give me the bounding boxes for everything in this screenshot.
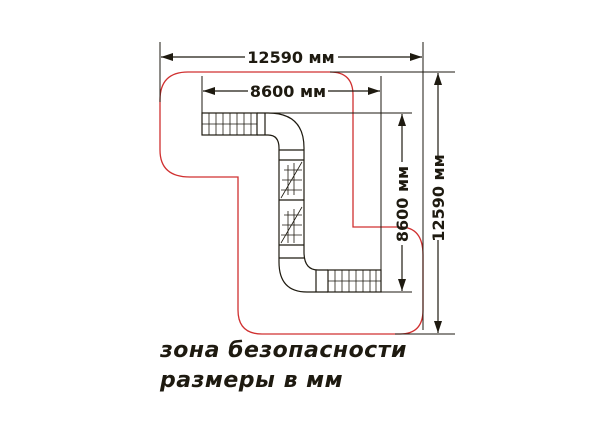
extension-lines: [159, 42, 455, 335]
inner-width-label: 8600 мм: [250, 82, 326, 101]
units-legend: размеры в мм: [160, 368, 344, 393]
safety-zone-outline: [159, 71, 424, 335]
slide-structure: [201, 112, 382, 293]
safety-zone-legend: зона безопасности: [160, 338, 407, 363]
inner-height-label: 8600 мм: [393, 166, 412, 242]
climbing-net: [280, 161, 303, 244]
outer-width-label: 12590 мм: [247, 48, 334, 67]
tube-slide: [257, 112, 328, 293]
outer-height-label: 12590 мм: [429, 154, 448, 241]
